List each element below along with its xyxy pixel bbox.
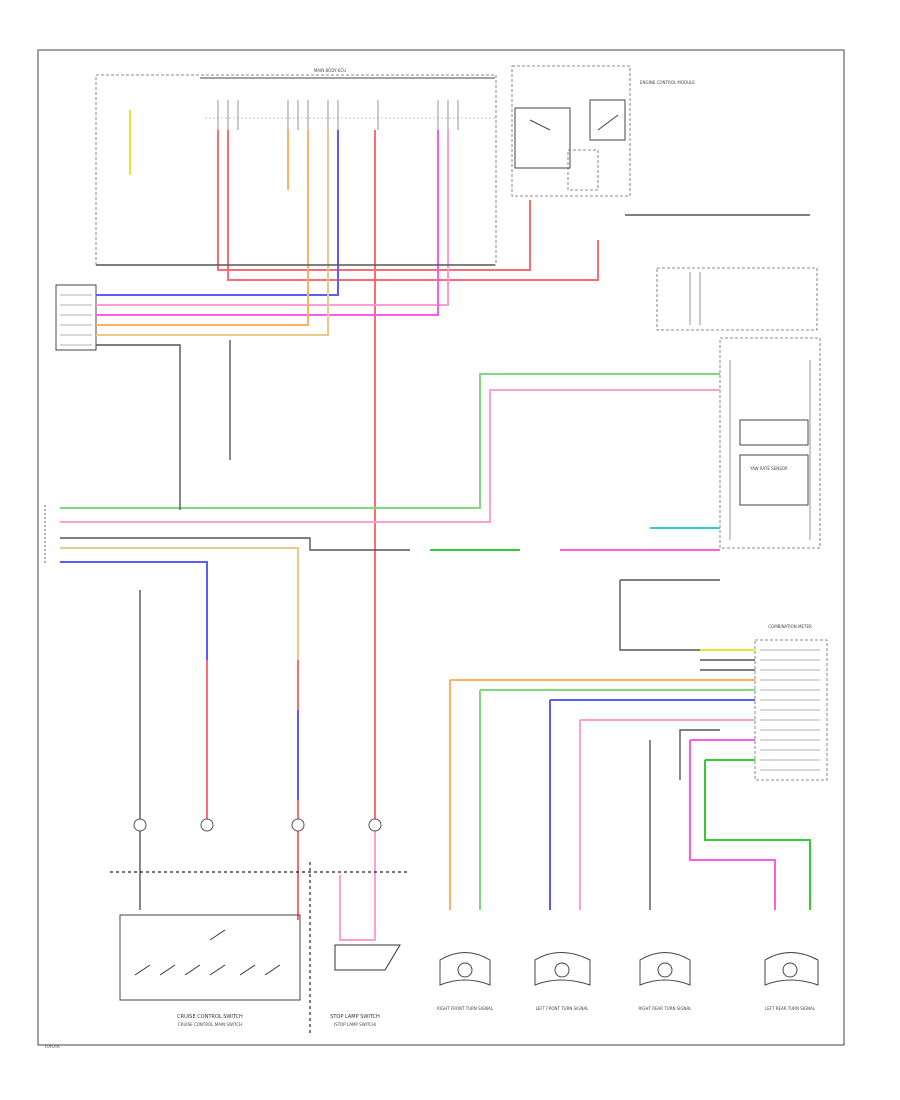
sensor-front-right: RIGHT FRONT TURN SIGNAL (437, 952, 494, 1011)
sensor-rear-right: RIGHT REAR TURN SIGNAL (638, 952, 692, 1011)
green-wires (60, 373, 811, 910)
sensor-front-right-label: RIGHT FRONT TURN SIGNAL (437, 1006, 494, 1011)
cruise-switch-label: CRUISE CONTROL SWITCH (177, 1014, 243, 1020)
sensor-front-left-label: LEFT FRONT TURN SIGNAL (536, 1006, 590, 1011)
yaw-rate-label: YAW RATE SENSOR (749, 466, 788, 471)
right-upper-module (656, 267, 818, 331)
stop-lamp-switch-label: STOP LAMP SWITCH (330, 1014, 380, 1020)
sensor-rear-right-label: RIGHT REAR TURN SIGNAL (638, 1006, 692, 1011)
blue-wires (60, 130, 755, 910)
sensor-rear-left-label: LEFT REAR TURN SIGNAL (765, 1006, 816, 1011)
stop-lamp-switch: STOP LAMP SWITCH (STOP LAMP SWITCH) (330, 944, 401, 1027)
left-connector-block (55, 284, 97, 351)
sensor-rear-left: LEFT REAR TURN SIGNAL (764, 952, 819, 1011)
main-body-ecu-label: MAIN BODY ECU (314, 68, 346, 73)
cruise-switch-sublabel: CRUISE CONTROL MAIN SWITCH (178, 1022, 242, 1027)
combination-meter-label: COMBINATION METER (768, 624, 812, 629)
stop-lamp-switch-sublabel: (STOP LAMP SWITCH) (334, 1022, 377, 1027)
relay-box-top-right (511, 65, 631, 197)
combination-meter-box (719, 337, 821, 549)
sensor-front-left: LEFT FRONT TURN SIGNAL (534, 952, 591, 1011)
engine-ecm-label: ENGINE CONTROL MODULE (640, 80, 695, 85)
top-left-ecu-box (95, 74, 497, 266)
pink-wires (60, 130, 776, 941)
connector-breaks (110, 862, 410, 1035)
footer-note: TOYOTA (43, 1044, 60, 1049)
main-connector-right (754, 639, 828, 781)
cruise-control-switch: CRUISE CONTROL SWITCH CRUISE CONTROL MAI… (119, 914, 301, 1027)
orange-wires (60, 110, 755, 910)
diagram-border (37, 49, 845, 1046)
black-wires (60, 214, 810, 910)
round-terminals (133, 818, 382, 832)
red-bus-wires (206, 130, 599, 920)
